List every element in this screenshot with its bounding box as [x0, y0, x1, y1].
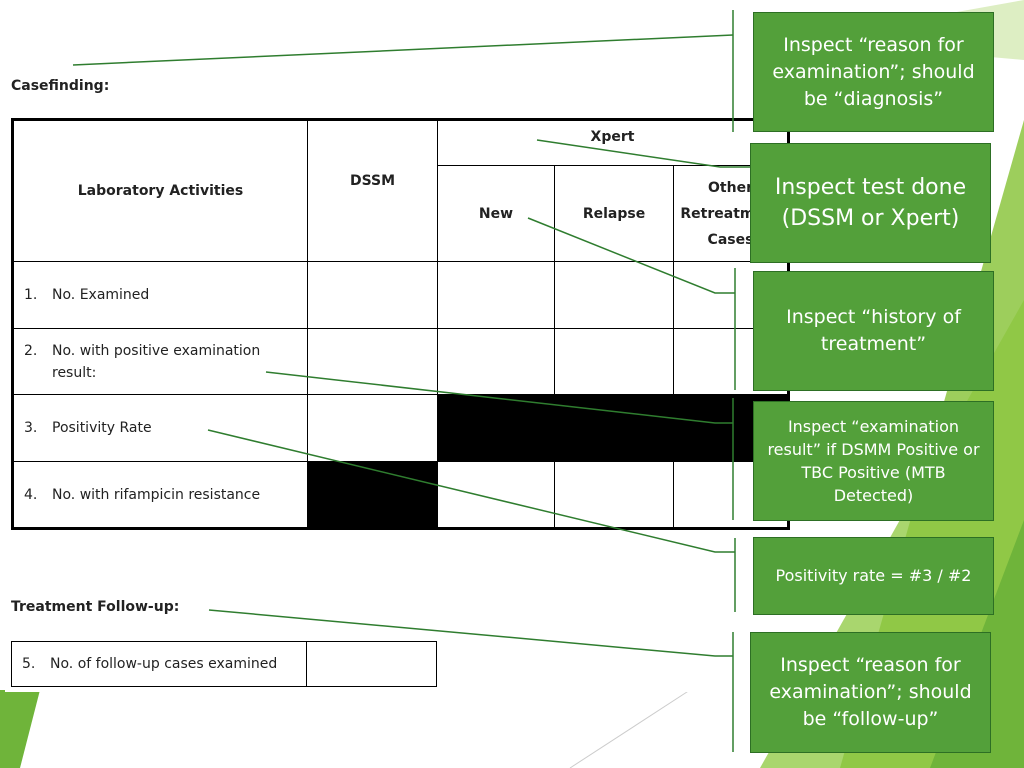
callout-reason-followup: Inspect “reason for examination”; should…: [750, 632, 991, 753]
row-text: No. Examined: [52, 287, 150, 303]
table-row: 4. No. with rifampicin resistance: [12, 461, 789, 529]
table-row: 3. Positivity Rate: [12, 394, 789, 462]
row-text: Positivity Rate: [52, 420, 152, 436]
cell-new: [437, 461, 555, 529]
row-label-examined: 1. No. Examined: [12, 261, 308, 329]
header-other-line1: Other: [708, 179, 753, 196]
row-label-positive-result: 2. No. with positive examination result:: [12, 328, 308, 395]
treatment-followup-heading: Treatment Follow-up:: [11, 599, 180, 615]
row-number: 3.: [24, 420, 38, 436]
blacked-out-cell: [437, 394, 789, 462]
callout-reason-diagnosis: Inspect “reason for examination”; should…: [753, 12, 994, 132]
header-other-line3: Cases: [707, 231, 754, 248]
row-text: No. with positive examination result:: [52, 340, 260, 384]
row-text: No. of follow-up cases examined: [50, 656, 278, 672]
header-new: New: [437, 165, 555, 262]
row-number: 4.: [24, 486, 38, 503]
row-label-rifampicin-resistance: 4. No. with rifampicin resistance: [12, 461, 308, 529]
laboratory-activities-table: Laboratory Activities DSSM Xpert New Rel…: [11, 118, 790, 530]
header-xpert: Xpert: [437, 119, 789, 166]
cell-dssm: [306, 641, 437, 687]
callout-test-done: Inspect test done (DSSM or Xpert): [750, 143, 991, 263]
cell-dssm: [307, 394, 438, 462]
casefinding-heading: Casefinding:: [11, 78, 110, 94]
table-row: 5. No. of follow-up cases examined: [11, 641, 437, 687]
row-label-positivity-rate: 3. Positivity Rate: [12, 394, 308, 462]
callout-history-treatment: Inspect “history of treatment”: [753, 271, 994, 391]
row-number: 5.: [22, 656, 36, 672]
cell-relapse: [554, 328, 674, 395]
row-label-followup-cases: 5. No. of follow-up cases examined: [11, 641, 307, 687]
callout-positivity-rate: Positivity rate = #3 / #2: [753, 537, 994, 615]
row-text: No. with rifampicin resistance: [52, 486, 261, 503]
header-laboratory-activities: Laboratory Activities: [12, 119, 308, 262]
callout-examination-result: Inspect “examination result” if DSMM Pos…: [753, 401, 994, 521]
row-text-line2: result:: [52, 364, 97, 381]
blacked-out-cell: [307, 461, 438, 529]
row-number: 1.: [24, 287, 38, 303]
row-text-line1: No. with positive examination: [52, 342, 261, 359]
header-relapse: Relapse: [554, 165, 674, 262]
cell-new: [437, 328, 555, 395]
followup-table: 5. No. of follow-up cases examined: [11, 641, 437, 687]
row-number: 2.: [24, 342, 38, 359]
